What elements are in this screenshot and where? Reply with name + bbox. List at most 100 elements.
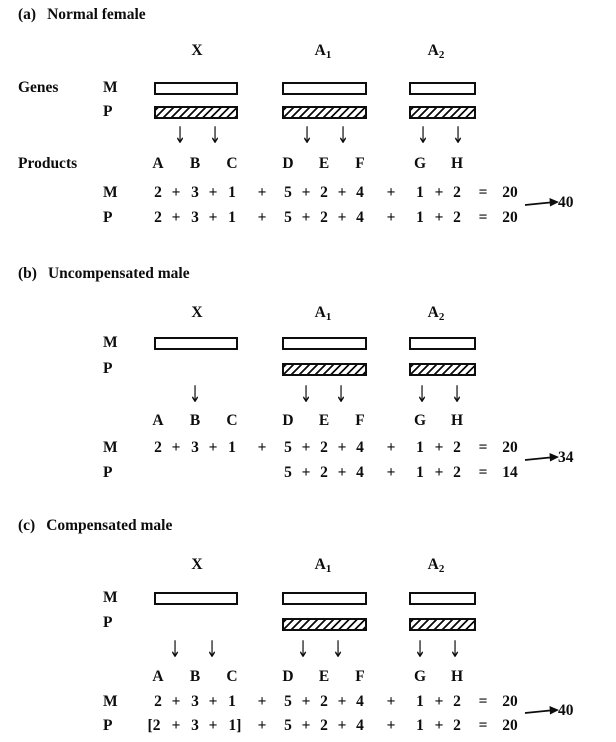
value-token: 2 [320,209,328,226]
plus-token: + [434,464,444,481]
right-arrow-icon [524,706,559,715]
value-token: 2 [453,717,461,734]
plus-token: + [301,209,311,226]
down-arrow-icon: ↓ [416,122,430,150]
value-token: 1 [416,184,424,201]
down-arrow-icon: ↓ [300,122,314,150]
plus-token: + [386,693,396,710]
value-token: 2 [320,439,328,456]
plus-token: + [434,184,444,201]
value-token: 1 [228,693,236,710]
product-letter: D [282,412,294,429]
plus-token: + [208,439,218,456]
product-letter: E [318,668,330,685]
plus-token: + [208,717,218,734]
chromosome-subscript: 2 [438,311,445,323]
maternal-bar-a1 [282,592,367,605]
plus-token: + [434,439,444,456]
down-arrow-icon: ↓ [188,381,202,409]
plus-token: + [257,693,267,710]
product-letter: G [413,668,427,685]
value-token: 4 [356,439,364,456]
value-token: 4 [356,693,364,710]
chromosome-name: A [314,42,326,59]
maternal-sum-row-label: M [103,184,118,201]
value-token: 5 [284,184,292,201]
plus-token: + [301,717,311,734]
maternal-sum-row-label: M [103,693,118,710]
plus-token: + [171,717,181,734]
paternal-bar-a1 [282,363,367,376]
chromosome-header-x: X [191,42,202,60]
product-letter: A [152,155,164,172]
chromosome-name: X [191,304,203,321]
chromosome-name: A [427,42,439,59]
value-token: 2 [154,439,162,456]
value-token: 5 [284,464,292,481]
paternal-gene-row-label: P [103,103,113,120]
chromosome-name: A [427,556,439,573]
maternal-bar-a2 [409,82,476,95]
chromosome-header-a2: A2 [428,304,445,323]
maternal-gene-row-label: M [103,334,118,351]
chromosome-header-a1: A1 [314,42,332,61]
paternal-gene-row-label: P [103,614,113,631]
chromosome-subscript: 1 [325,563,332,575]
value-token: 3 [191,717,199,734]
down-arrow-icon: ↓ [451,122,465,150]
plus-token: + [171,693,181,710]
right-arrow-icon [524,453,559,462]
equals-token: = [478,209,488,226]
row-total: 14 [502,464,518,481]
value-token: [2 [147,717,161,734]
chromosome-name: X [191,42,203,59]
chromosome-name: A [314,556,326,573]
product-letter: B [189,155,201,172]
value-token: 1 [416,693,424,710]
maternal-bar-x [154,337,238,350]
value-token: 2 [453,464,461,481]
value-token: 1 [416,209,424,226]
plus-token: + [257,717,267,734]
plus-token: + [171,209,181,226]
value-token: 2 [453,184,461,201]
plus-token: + [386,717,396,734]
row-total: 20 [502,693,518,710]
product-letter: C [226,668,238,685]
panel-title-text: Compensated male [46,517,173,534]
product-letter: H [450,155,464,172]
maternal-sum-row: 2 + 3 + 1 + 5 + 2 + 4 + 1 + 2 = 20 [0,184,616,204]
combined-total: 40 [558,194,574,211]
maternal-bar-x [154,82,238,95]
paternal-gene-row-label: P [103,360,113,377]
value-token: 2 [453,693,461,710]
panel-title-text: Normal female [47,6,146,23]
chromosome-header-a2: A2 [427,42,445,61]
panel-heading: (b) Uncompensated male [18,265,190,283]
chromosome-subscript: 1 [325,311,332,323]
plus-token: + [434,209,444,226]
paternal-bar-a2 [409,106,476,119]
chromosome-subscript: 1 [325,49,332,61]
paternal-sum-row-label: P [103,717,113,734]
value-token: 4 [356,184,364,201]
plus-token: + [301,184,311,201]
plus-token: + [257,439,267,456]
value-token: 2 [320,464,328,481]
product-letter: A [152,668,164,685]
plus-token: + [337,693,347,710]
down-arrow-icon: ↓ [208,122,222,150]
equals-token: = [478,184,488,201]
down-arrow-icon: ↓ [299,381,313,409]
down-arrow-icon: ↓ [415,381,429,409]
value-token: 1 [416,717,424,734]
plus-token: + [337,209,347,226]
value-token: 2 [320,717,328,734]
maternal-bar-a1 [282,337,367,350]
transcription-arrows: ↓ ↓ ↓ ↓ ↓ ↓ [0,637,616,664]
value-token: 2 [453,439,461,456]
value-token: 2 [453,209,461,226]
plus-token: + [171,184,181,201]
product-letter-row: A B C D E F G H [0,668,616,688]
product-letter: C [226,412,238,429]
